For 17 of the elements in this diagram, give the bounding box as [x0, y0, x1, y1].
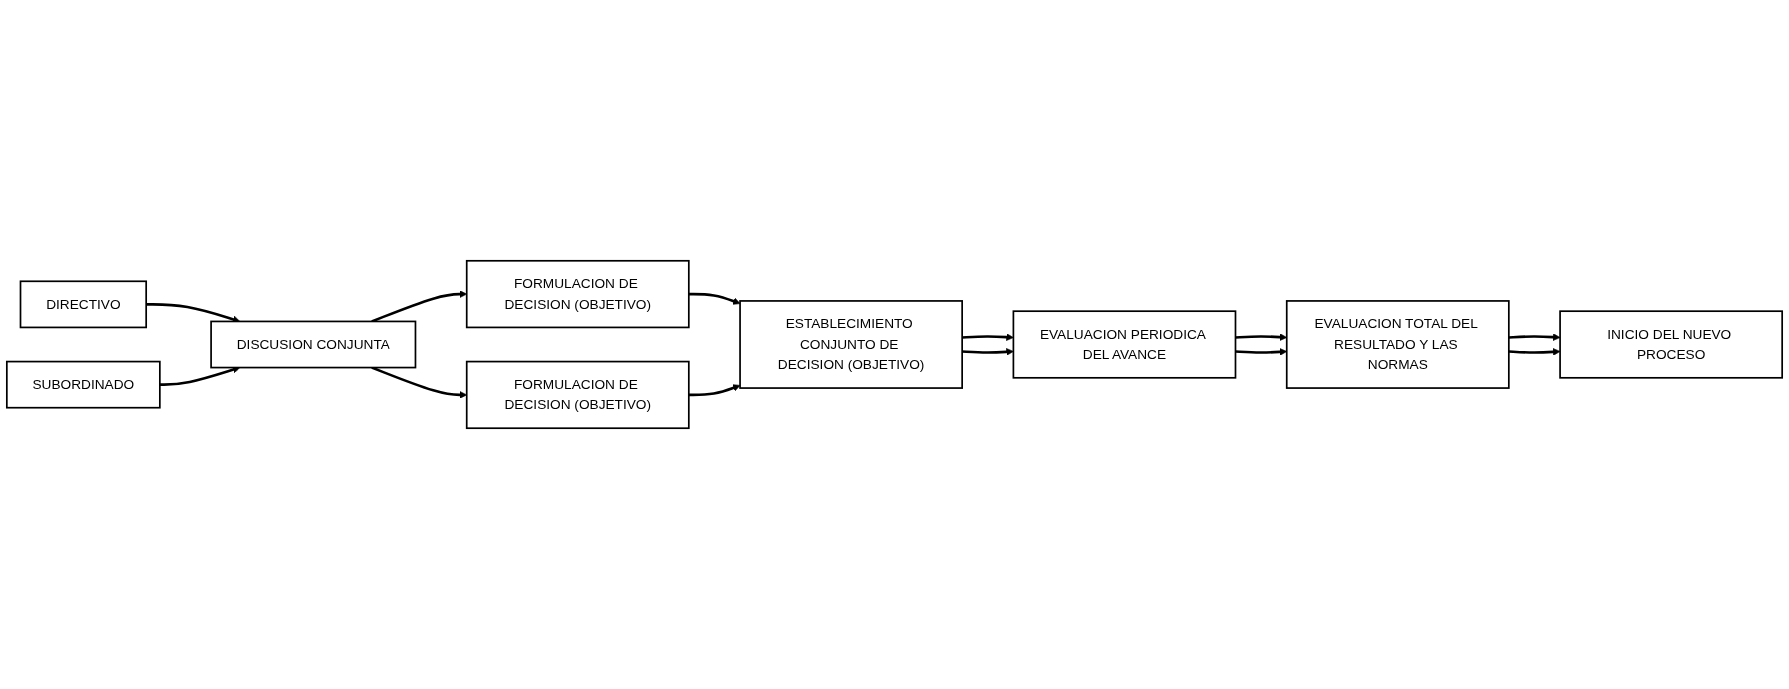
- node-box: EVALUACION TOTAL DEL RESULTADO Y LAS NORMAS: [1285, 300, 1510, 389]
- node-box: INICIO DEL NUEVO PROCESO: [1559, 310, 1784, 379]
- arrow: [1508, 333, 1561, 341]
- arrow: [1508, 348, 1561, 356]
- node-box: EVALUACION PERIODICA DEL AVANCE: [1012, 310, 1237, 379]
- node-box: DIRECTIVO: [19, 280, 148, 329]
- arrow: [962, 348, 1014, 356]
- node-box: ESTABLECIMIENTO CONJUNTO DE DECISION (OBJETIVO): [739, 300, 963, 389]
- arrow: [159, 366, 241, 386]
- node-box: FORMULACION DE DECISION (OBJETIVO): [465, 360, 690, 430]
- node-box: SUBORDINADO: [5, 360, 161, 409]
- arrow: [962, 333, 1014, 341]
- node-box: DISCUSION CONJUNTA: [210, 320, 417, 369]
- arrow: [688, 292, 741, 305]
- node-box: FORMULACION DE DECISION (OBJETIVO): [465, 259, 690, 329]
- arrow: [146, 303, 241, 323]
- arrow: [688, 384, 741, 397]
